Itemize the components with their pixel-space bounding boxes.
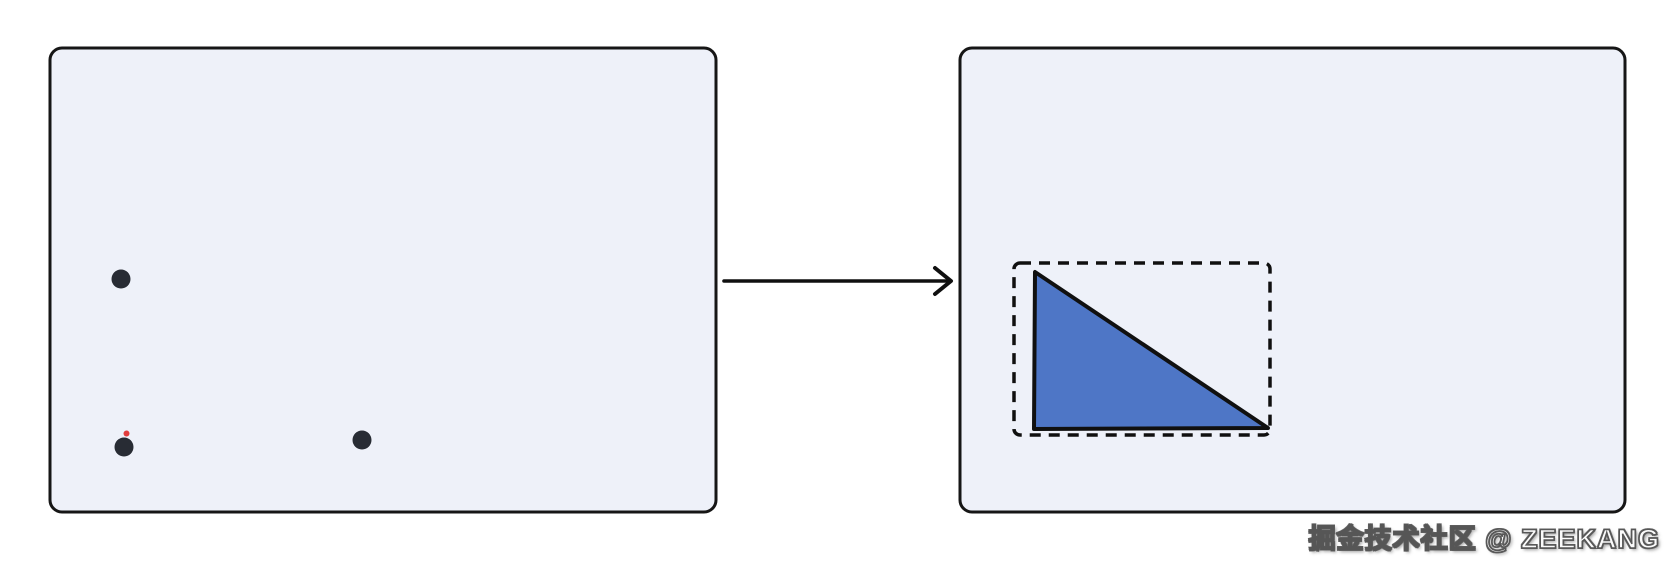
watermark-text: 掘金技术社区 @ ZEEKANG (1308, 523, 1660, 554)
point-dot-top-left (111, 269, 131, 289)
arrow-head-icon (933, 266, 953, 296)
target-panel (958, 46, 1627, 514)
source-panel (48, 46, 718, 514)
point-dot-bottom-left (114, 437, 134, 457)
triangle-shape (1032, 270, 1270, 431)
point-dot-bottom-middle (352, 430, 372, 450)
selection-bounding-box (1012, 261, 1272, 437)
transform-arrow (722, 266, 953, 296)
red-marker-dot (123, 430, 130, 437)
